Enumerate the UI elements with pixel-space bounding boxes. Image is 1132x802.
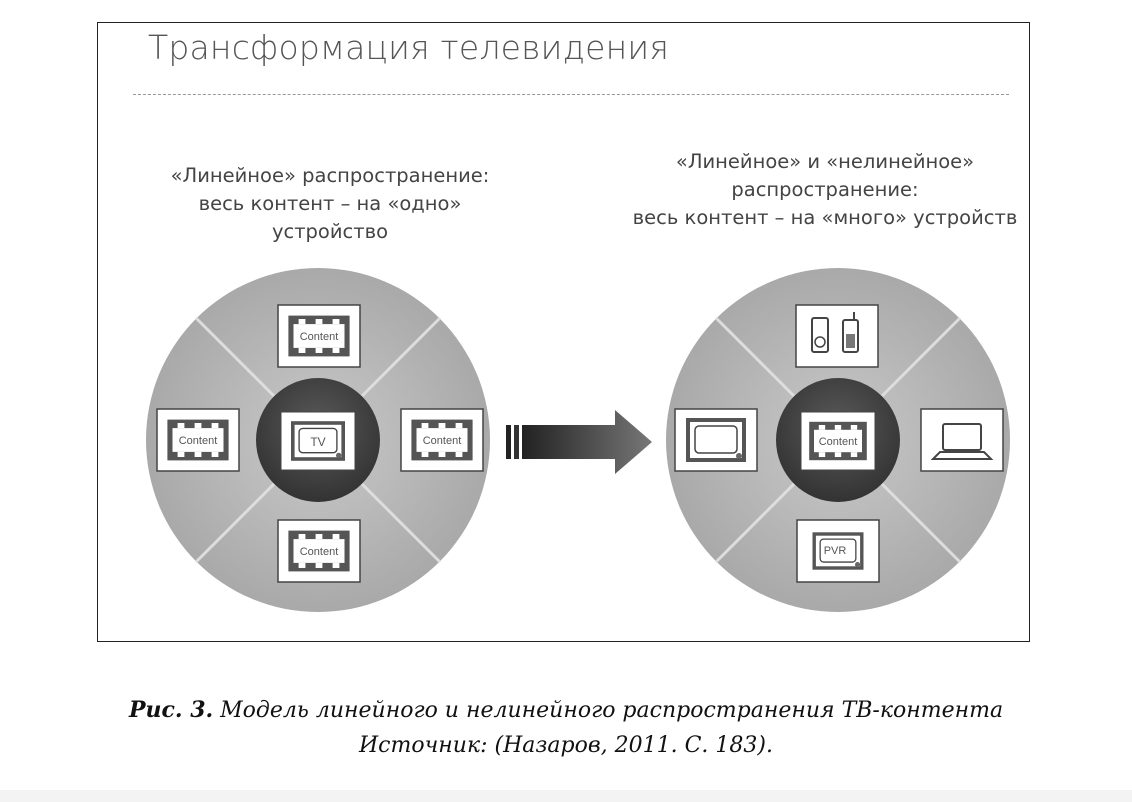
- arrow-icon: [506, 410, 652, 474]
- content-center: [800, 411, 876, 471]
- figure-frame: [97, 22, 1030, 642]
- tv-icon: [280, 411, 356, 471]
- label-tv: TV: [310, 435, 325, 449]
- right-circle: [666, 268, 1010, 612]
- label-content: Content: [423, 435, 462, 447]
- label-content: Content: [179, 435, 218, 447]
- label-content: Content: [819, 436, 858, 448]
- caption-label: Рис. 3.: [128, 697, 214, 723]
- caption: Рис. 3. Модель линейного и нелинейного р…: [0, 697, 1132, 723]
- laptop-icon: [920, 408, 1004, 472]
- mobile-devices-icon: [795, 304, 879, 368]
- divider: [133, 94, 1009, 95]
- figure-title: Трансформация телевидения: [148, 28, 670, 67]
- caption-source: Источник: (Назаров, 2011. С. 183).: [359, 733, 773, 758]
- left-circle: [146, 268, 490, 612]
- tv-icon: [674, 408, 758, 472]
- left-heading-line2: весь контент – на «одно» устройство: [198, 192, 462, 243]
- right-heading: «Линейное» и «нелинейное» распространени…: [600, 148, 1050, 232]
- left-heading-line1: «Линейное» распространение:: [170, 164, 490, 187]
- label-content: Content: [300, 331, 339, 343]
- label-pvr: PVR: [824, 545, 847, 557]
- page-bottom-strip: [0, 790, 1132, 802]
- right-heading-line1: «Линейное» и «нелинейное»: [675, 150, 975, 173]
- right-heading-line3: весь контент – на «много» устройств: [632, 206, 1018, 229]
- caption-text: Модель линейного и нелинейного распростр…: [213, 698, 1004, 723]
- label-content: Content: [300, 546, 339, 558]
- right-heading-line2: распространение:: [731, 178, 919, 201]
- left-heading: «Линейное» распространение: весь контент…: [140, 162, 520, 246]
